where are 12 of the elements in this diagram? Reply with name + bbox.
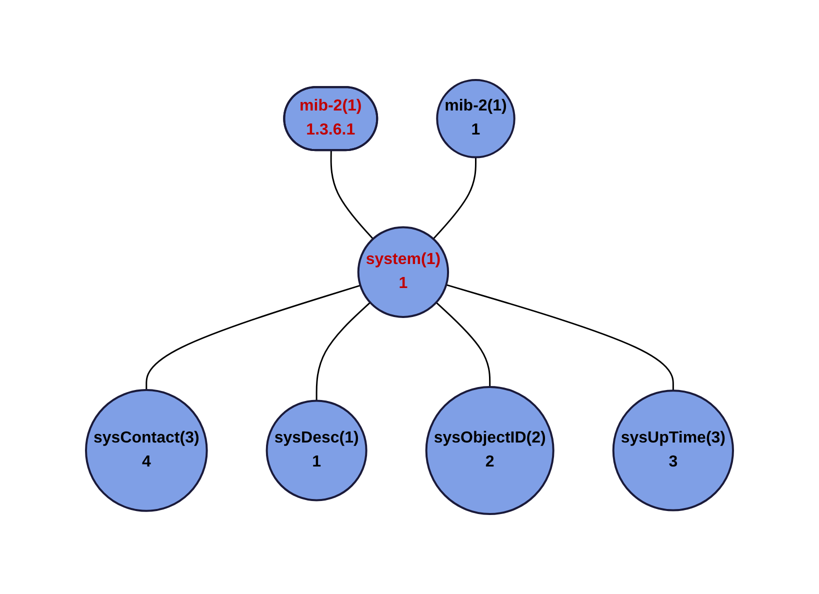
node-circle: sysUpTime(3) 3 bbox=[612, 390, 734, 512]
connector bbox=[446, 284, 674, 391]
connector bbox=[316, 302, 371, 401]
node-circle: sysContact(3) 4 bbox=[85, 389, 208, 512]
connector bbox=[432, 157, 476, 240]
node-circle: mib-2(1) 1 bbox=[436, 79, 516, 158]
node-circle: sysObjectID(2) 2 bbox=[425, 386, 554, 515]
connector bbox=[330, 150, 374, 240]
connector bbox=[436, 302, 491, 387]
node-circle: sysDesc(1) 1 bbox=[266, 400, 368, 502]
node-circle: system(1) 1 bbox=[357, 226, 450, 318]
connector bbox=[146, 284, 361, 390]
